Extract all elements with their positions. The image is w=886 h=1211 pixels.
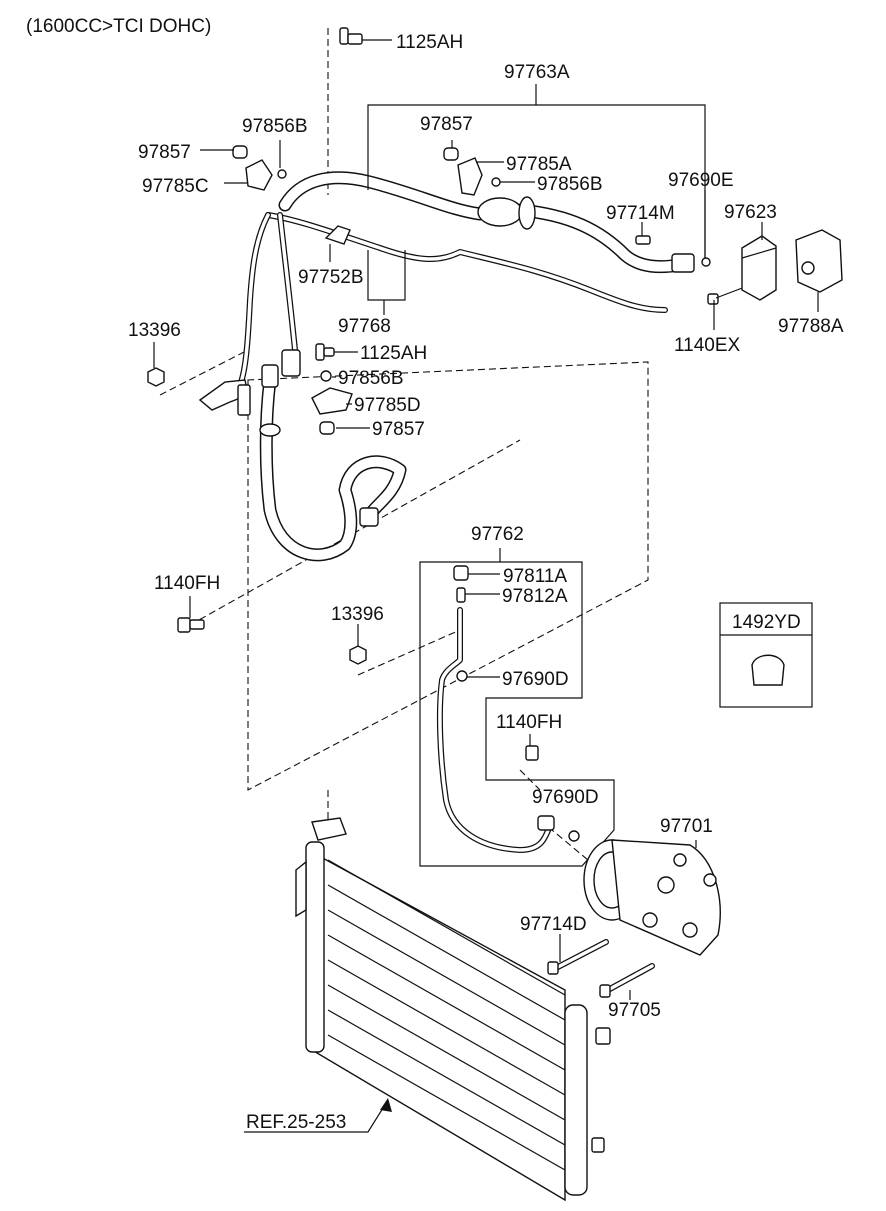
leader-lines [153, 39, 819, 1133]
o-ring-icon [568, 830, 580, 842]
label-97811A: 97811A [503, 566, 567, 587]
condenser [295, 817, 611, 1202]
label-1140EX: 1140EX [674, 335, 741, 356]
label-1125AH-top: 1125AH [396, 32, 463, 53]
grommet-icon [232, 145, 248, 159]
engine-spec-title: (1600CC>TCI DOHC) [26, 16, 211, 37]
nut-icon [349, 645, 367, 665]
label-97690D-low: 97690D [532, 787, 599, 808]
suction-hose-assembly [278, 171, 695, 274]
bolt-icon [315, 343, 335, 361]
label-1140FH-left: 1140FH [154, 573, 220, 594]
part-labels: 1125AH 97763A 97856B 97857 97785C 97857 … [128, 32, 844, 1133]
pipe-97762-group [419, 561, 615, 867]
middle-fasteners [177, 617, 367, 665]
label-97857-left: 97857 [138, 142, 191, 163]
reference-label[interactable]: REF.25-253 [246, 1112, 346, 1133]
label-97701: 97701 [660, 816, 713, 837]
ac-compressor [583, 839, 721, 956]
label-1492YD: 1492YD [732, 612, 801, 633]
label-97690E: 97690E [668, 170, 734, 191]
label-97812A: 97812A [502, 586, 568, 607]
bolt-icon [547, 961, 559, 975]
label-1125AH-mid: 1125AH [360, 343, 427, 364]
label-97705: 97705 [608, 1000, 661, 1021]
label-97763A: 97763A [504, 62, 570, 83]
clip-icon [311, 387, 353, 415]
clip-icon [245, 159, 287, 191]
bolt-icon [599, 984, 611, 998]
hose-end-fitting [671, 253, 695, 273]
bolt-icon [635, 235, 651, 245]
label-97768: 97768 [338, 316, 391, 337]
label-97714M: 97714M [606, 203, 675, 224]
label-13396-top: 13396 [128, 320, 181, 341]
hose-coupling [477, 197, 523, 227]
label-97856B-mid: 97856B [537, 174, 603, 195]
pressure-switch [741, 235, 777, 301]
compressor-bolts [547, 939, 655, 998]
label-97785C: 97785C [142, 176, 209, 197]
o-ring-icon [701, 257, 711, 267]
bolt-icon [177, 617, 205, 633]
push-clip-icon [751, 654, 785, 686]
label-97762: 97762 [471, 524, 524, 545]
label-13396-mid: 13396 [331, 604, 384, 625]
label-97785A: 97785A [506, 154, 572, 175]
clip-icon [457, 157, 501, 196]
label-97856B-low: 97856B [338, 368, 404, 389]
label-97788A: 97788A [778, 316, 844, 337]
label-1140FH-mid: 1140FH [496, 712, 562, 733]
grommet-icon [319, 421, 335, 435]
service-cap-icon [453, 565, 469, 581]
bolt-icon [339, 27, 363, 45]
discharge-hose-loop [259, 349, 407, 562]
hose-union [281, 349, 301, 377]
nut-icon [147, 367, 165, 387]
label-97752B: 97752B [298, 267, 364, 288]
upper-fasteners [147, 27, 751, 435]
label-97623: 97623 [724, 202, 777, 223]
o-ring-icon [456, 670, 468, 682]
label-97857-mid: 97857 [420, 114, 473, 135]
bolt-icon [525, 745, 539, 761]
label-97857-low: 97857 [372, 419, 425, 440]
label-97785D: 97785D [354, 395, 421, 416]
grommet-icon [443, 147, 459, 161]
valve-core-icon [456, 587, 466, 603]
label-97856B-left: 97856B [242, 116, 308, 137]
clamp-icon [324, 225, 351, 245]
washer-icon [320, 370, 332, 382]
label-97690D-top: 97690D [502, 669, 569, 690]
clip-1492YD-box [719, 602, 813, 708]
pipe-bracket-left [198, 379, 251, 416]
label-97714D: 97714D [520, 914, 587, 935]
switch-cover [795, 229, 843, 293]
